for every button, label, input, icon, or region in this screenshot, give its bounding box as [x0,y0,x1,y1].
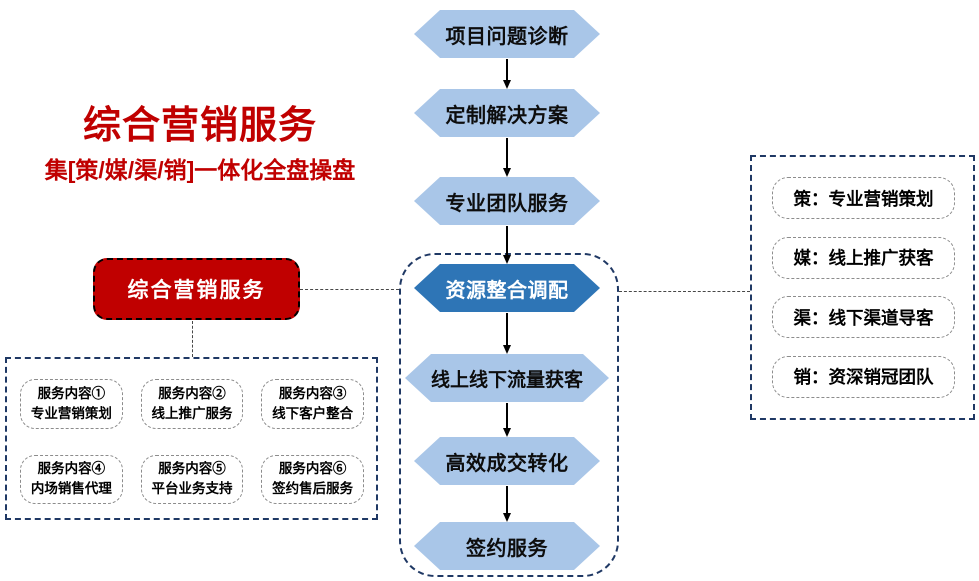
service-item-6: 服务内容⑥ 签约售后服务 [261,454,364,504]
arrow-down-icon [502,59,512,89]
service-item-desc: 线上推广服务 [151,405,233,421]
flow-step-label: 资源整合调配 [445,279,569,302]
service-item-5: 服务内容⑤ 平台业务支持 [140,454,244,504]
connector-node-to-flow [300,289,399,290]
flow-step-label: 专业团队服务 [445,192,569,215]
service-item-title: 服务内容① [37,385,106,401]
service-item-1: 服务内容① 专业营销策划 [20,379,123,429]
flow-group-outline [399,253,619,577]
flow-step-diagnosis: 项目问题诊断 [414,10,600,58]
flow-step-label: 定制解决方案 [445,104,569,127]
arrow-down-icon [502,226,512,264]
arrow-down-icon [502,313,512,354]
arrow-down-icon [502,486,512,522]
service-item-2: 服务内容② 线上推广服务 [140,379,244,429]
arrow-down-icon [502,403,512,437]
flow-step-traffic: 线上线下流量获客 [405,354,609,402]
service-item-4: 服务内容④ 内场销售代理 [20,454,123,504]
flow-step-label: 项目问题诊断 [445,25,569,48]
flow-step-resources: 资源整合调配 [414,264,600,312]
flow-step-team: 专业团队服务 [414,177,600,225]
legend-item-media: 媒：线上推广获客 [772,236,955,279]
service-item-title: 服务内容⑥ [278,461,347,476]
service-item-title: 服务内容② [158,385,226,401]
service-item-title: 服务内容⑤ [158,461,226,476]
page-subtitle: 集[策/媒/渠/销]一体化全盘操盘 [44,157,356,183]
service-item-desc: 线下客户整合 [272,405,354,421]
service-item-desc: 内场销售代理 [30,481,112,497]
legend-item-sales: 销：资深销冠团队 [772,355,955,398]
legend-group: 策：专业营销策划 媒：线上推广获客 渠：线下渠道导客 销：资深销冠团队 [750,155,975,420]
service-item-3: 服务内容③ 线下客户整合 [261,379,364,429]
service-item-desc: 签约售后服务 [272,481,354,497]
connector-node-to-services [192,321,193,357]
connector-flow-to-legend [619,291,750,292]
legend-item-channel: 渠：线下渠道导客 [772,296,955,339]
flow-step-label: 线上线下流量获客 [430,369,583,391]
legend-item-strategy: 策：专业营销策划 [772,177,955,219]
flow-step-conversion: 高效成交转化 [414,437,600,485]
marketing-service-node: 综合营销服务 [93,258,300,320]
page-title: 综合营销服务 [82,105,317,147]
flow-step-label: 签约服务 [466,537,548,560]
arrow-down-icon [502,138,512,177]
service-item-desc: 平台业务支持 [151,481,233,497]
services-group: 服务内容① 专业营销策划 服务内容② 线上推广服务 服务内容③ 线下客户整合 服… [5,357,378,520]
flow-step-solution: 定制解决方案 [414,89,600,137]
service-item-desc: 专业营销策划 [30,405,112,421]
flow-step-label: 高效成交转化 [445,452,569,475]
flow-step-signing: 签约服务 [414,522,600,570]
marketing-service-label: 综合营销服务 [127,279,266,302]
service-item-title: 服务内容④ [37,461,106,476]
service-item-title: 服务内容③ [278,385,347,401]
